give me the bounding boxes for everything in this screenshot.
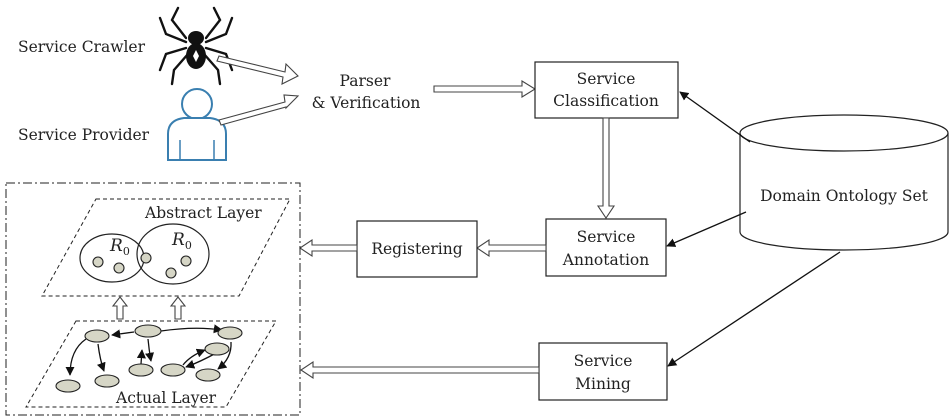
set-circle-right xyxy=(136,223,210,285)
graph-edge xyxy=(136,349,146,365)
ontology-to-annotation-arrow xyxy=(666,211,747,247)
set-element xyxy=(165,267,177,279)
actual-layer-plane xyxy=(25,320,277,408)
crawler-to-parser-arrow xyxy=(216,55,299,85)
parser-to-classification-arrow xyxy=(433,80,537,98)
user-icon xyxy=(167,88,227,161)
classification-line1: Service xyxy=(577,70,636,88)
graph-node xyxy=(94,374,120,388)
service-annotation-box: Service Annotation xyxy=(545,218,667,277)
abstract-layer-label: Abstract Layer xyxy=(144,204,262,222)
classification-line2: Classification xyxy=(553,92,659,110)
provider-to-parser-arrow xyxy=(218,94,300,126)
graph-edge xyxy=(160,324,223,334)
parser-label-line1: Parser xyxy=(340,72,392,90)
set-element xyxy=(140,252,152,264)
classification-to-annotation-arrow xyxy=(596,117,616,219)
graph-node xyxy=(128,363,154,377)
annotation-to-registering-arrow xyxy=(476,238,547,258)
domain-ontology-cylinder: Domain Ontology Set xyxy=(739,114,949,251)
graph-edge xyxy=(65,338,87,376)
ontology-label: Domain Ontology Set xyxy=(760,187,929,205)
graph-node xyxy=(217,326,243,340)
annotation-line1: Service xyxy=(577,228,636,246)
annotation-line2: Annotation xyxy=(562,251,649,269)
graph-node xyxy=(55,379,81,393)
graph-edge xyxy=(145,338,155,362)
graph-node xyxy=(195,368,221,382)
service-crawler-label: Service Crawler xyxy=(18,38,146,56)
ontology-to-classification-arrow xyxy=(679,91,751,143)
graph-node xyxy=(84,329,110,343)
spider-icon xyxy=(158,6,234,86)
service-classification-box: Service Classification xyxy=(534,61,679,119)
graph-edge xyxy=(111,329,135,339)
graph-edge xyxy=(217,341,232,370)
parser-label-line2: & Verification xyxy=(312,94,421,112)
registering-to-abstract-arrow xyxy=(299,238,358,258)
r0-label-right: R0 xyxy=(171,230,192,252)
graph-node xyxy=(134,324,162,338)
mining-to-actual-arrow xyxy=(300,360,540,380)
registering-label: Registering xyxy=(371,240,462,258)
set-element xyxy=(180,255,192,267)
actual-layer-label: Actual Layer xyxy=(115,389,217,407)
abstract-layer-plane xyxy=(41,198,291,297)
actual-to-abstract-arrow-right xyxy=(169,296,187,320)
actual-to-abstract-arrow-left xyxy=(111,296,129,320)
graph-edge xyxy=(96,343,106,372)
ontology-to-mining-arrow xyxy=(667,251,841,367)
layers-container: Abstract Layer R0 R0 Actual Layer xyxy=(5,182,301,416)
service-provider-label: Service Provider xyxy=(18,126,150,144)
mining-line1: Service xyxy=(574,352,633,370)
set-element xyxy=(92,256,104,268)
graph-node xyxy=(204,342,230,356)
graph-edge xyxy=(182,348,206,366)
registering-box: Registering xyxy=(356,220,478,278)
set-element xyxy=(113,262,125,274)
mining-line2: Mining xyxy=(575,375,631,393)
r0-label-left: R0 xyxy=(109,236,130,258)
graph-node xyxy=(160,363,186,377)
service-mining-box: Service Mining xyxy=(538,342,668,401)
